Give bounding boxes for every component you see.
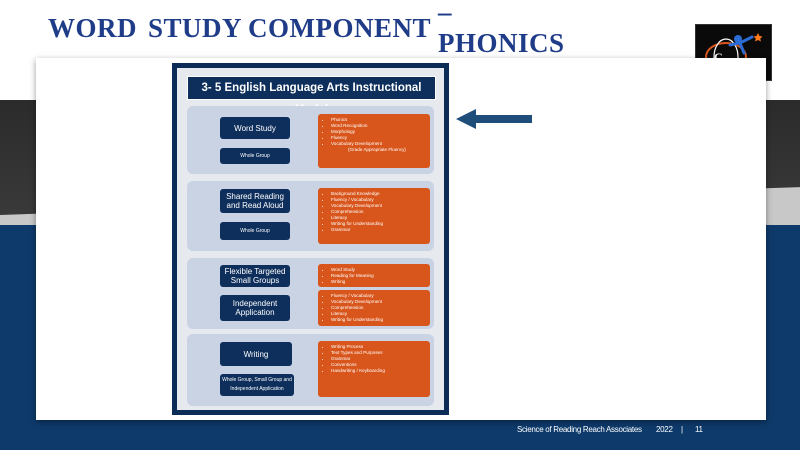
whole-group-box: Whole Group [220, 148, 290, 164]
list-item: Word Study [331, 267, 426, 273]
list-item: Vocabulary Development [331, 299, 426, 305]
independent-application-list: Fluency / Vocabulary Vocabulary Developm… [318, 290, 430, 326]
shared-reading-list: Background Knowledge Fluency / Vocabular… [318, 188, 430, 244]
svg-text:C: C [714, 50, 723, 64]
list-item: Phonics [331, 117, 426, 123]
list-item: Writing for Understanding [331, 317, 426, 323]
list-item: Fluency / Vocabulary [331, 197, 426, 203]
list-item: Literacy [331, 215, 426, 221]
title-word-2: STUDY [148, 12, 243, 43]
title-word-4: – PHONICS [438, 0, 565, 58]
list-item: Comprehension [331, 305, 426, 311]
list-item: Handwriting / Keyboarding [331, 368, 426, 374]
independent-application-box: Independent Application [220, 295, 290, 321]
list-item: Conventions [331, 362, 426, 368]
writing-group-box: Whole Group, Small Group and Independent… [220, 374, 294, 396]
list-item: Vocabulary Development [331, 203, 426, 209]
list-item: Fluency / Vocabulary [331, 293, 426, 299]
section-small-groups: Flexible Targeted Small Groups Independe… [187, 258, 434, 329]
section-writing: Writing Whole Group, Small Group and Ind… [187, 334, 434, 406]
list-item: Text Types and Purposes [331, 350, 426, 356]
list-item: Morphology [331, 129, 426, 135]
footer-page-number: 11 [695, 425, 703, 434]
list-item: Grammar [331, 227, 426, 233]
list-item: Writing for Understanding [331, 221, 426, 227]
footer-source: Science of Reading Reach Associates [517, 425, 642, 434]
section-shared-reading: Shared Reading and Read Aloud Whole Grou… [187, 181, 434, 251]
footer-separator: | [681, 425, 683, 434]
list-item: Reading for Meaning [331, 273, 426, 279]
section-word-study: Word Study Whole Group Phonics Word Reco… [187, 106, 434, 174]
shared-reading-box: Shared Reading and Read Aloud [220, 189, 290, 213]
word-study-list: Phonics Word Recognition Morphology Flue… [318, 114, 430, 168]
whole-group-box: Whole Group [220, 222, 290, 240]
slide-title: WORD STUDY COMPONENT – PHONICS [48, 0, 568, 58]
list-item: Grammar [331, 356, 426, 362]
list-item: Literacy [331, 311, 426, 317]
model-body: 3- 5 English Language Arts Instructional… [177, 68, 444, 410]
title-word-3: COMPONENT [248, 12, 431, 43]
list-item: Writing Process [331, 344, 426, 350]
list-item: Background Knowledge [331, 191, 426, 197]
list-item: Vocabulary Development [331, 141, 426, 147]
writing-box: Writing [220, 342, 292, 366]
instructional-model-image: 3- 5 English Language Arts Instructional… [172, 63, 449, 415]
small-groups-box: Flexible Targeted Small Groups [220, 265, 290, 287]
list-note: (Grade Appropriate Fluency) [348, 147, 406, 152]
word-study-box: Word Study [220, 117, 290, 139]
small-groups-list: Word Study Reading for Meaning Writing [318, 264, 430, 287]
list-item: Writing [331, 279, 426, 285]
list-item: Comprehension [331, 209, 426, 215]
title-word-1: WORD [48, 12, 137, 43]
arrow-left-icon [456, 109, 532, 129]
list-item: Fluency [331, 135, 426, 141]
footer-year: 2022 [656, 425, 673, 434]
writing-list: Writing Process Text Types and Purposes … [318, 341, 430, 397]
model-title: 3- 5 English Language Arts Instructional… [187, 76, 436, 116]
list-item: Word Recognition [331, 123, 426, 129]
